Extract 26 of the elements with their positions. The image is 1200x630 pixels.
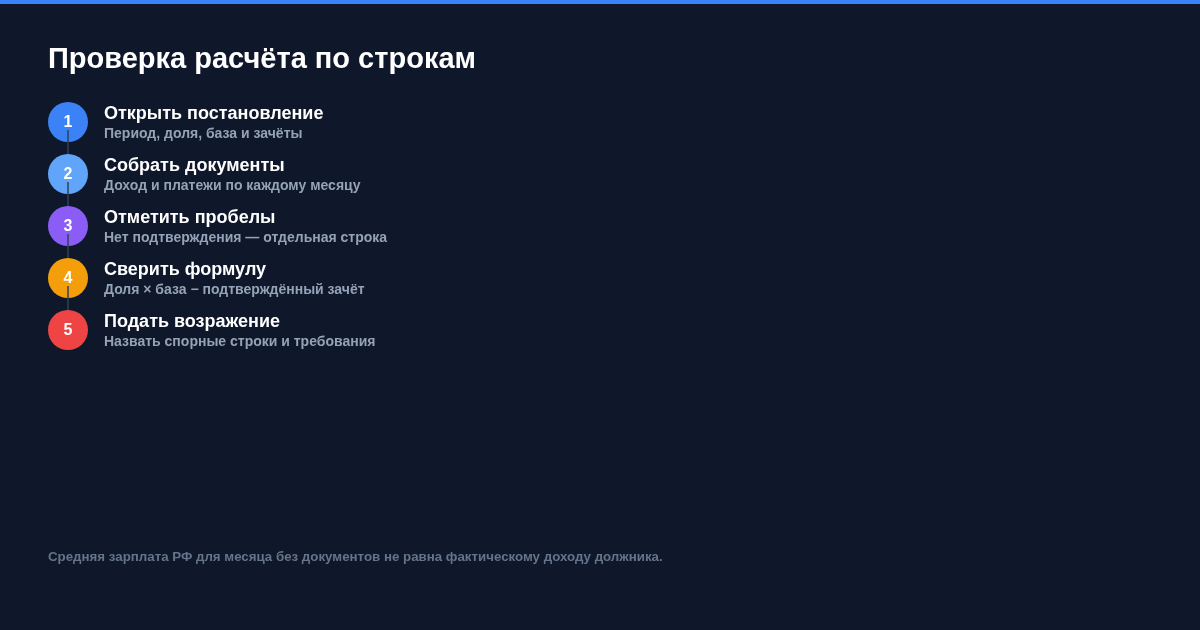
- step-title: Отметить пробелы: [104, 206, 276, 228]
- connector-line: [67, 181, 69, 207]
- step-number-circle: [48, 102, 88, 142]
- step-title: Сверить формулу: [104, 258, 267, 280]
- step-description: Период, доля, база и зачёты: [104, 125, 303, 142]
- step-number-circle: [48, 206, 88, 246]
- step-number: 1: [63, 113, 73, 131]
- step-number-circle: [48, 310, 88, 350]
- diagram-title: Проверка расчёта по строкам: [48, 41, 476, 75]
- step-description: Назвать спорные строки и требования: [104, 333, 376, 350]
- step-number: 4: [63, 269, 73, 287]
- step-description: Доход и платежи по каждому месяцу: [104, 177, 361, 194]
- connector-line: [67, 129, 69, 155]
- step-number-circle: [48, 154, 88, 194]
- connector-line: [67, 233, 69, 259]
- step-title: Подать возражение: [104, 310, 281, 332]
- connector-line: [67, 285, 69, 311]
- step-number-circle: [48, 258, 88, 298]
- step-number: 5: [63, 321, 73, 339]
- step-title: Открыть постановление: [104, 102, 324, 124]
- footnote: Средняя зарплата РФ для месяца без документов не равна фактическому доходу должника.: [48, 548, 663, 565]
- step-number: 3: [63, 217, 73, 235]
- step-description: Нет подтверждения — отдельная строка: [104, 229, 388, 246]
- step-title: Собрать документы: [104, 154, 285, 176]
- step-description: Доля × база − подтверждённый зачёт: [104, 281, 365, 298]
- step-number: 2: [63, 165, 73, 183]
